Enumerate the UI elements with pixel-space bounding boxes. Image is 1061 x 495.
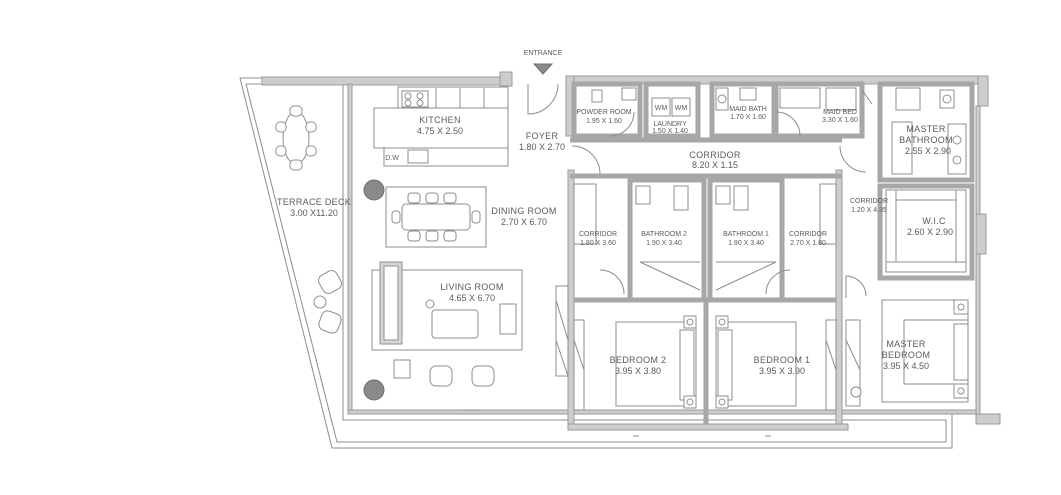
powder-room-name: POWDER ROOM: [576, 109, 631, 116]
dishwasher-label: D.W: [385, 155, 399, 162]
kitchen-area: [373, 86, 509, 167]
corridor-right-dims: 1.20 X 4.35: [851, 207, 887, 214]
corridor-main-name: CORRIDOR: [689, 150, 741, 160]
bedroom-2-furniture: [615, 315, 697, 437]
kitchen-dims: 4.75 X 2.50: [417, 126, 463, 136]
corridor-left-name: CORRIDOR: [579, 231, 617, 238]
washer-label: WM: [655, 105, 668, 112]
master-bedroom-dims: 3.95 X 4.50: [883, 361, 929, 371]
terrace-deck-name: TERRACE DECK: [277, 197, 351, 207]
corridor-mid-dims: 2.70 X 1.80: [790, 240, 826, 247]
master-bathroom-name-1: MASTER: [906, 124, 946, 134]
maid-bed-name: MAID BED: [823, 109, 857, 116]
foyer-dims: 1.80 X 2.70: [519, 142, 565, 152]
master-bedroom-furniture: [845, 299, 969, 407]
corridor-left-dims: 1.80 X 3.60: [580, 240, 616, 247]
maid-bed-dims: 3.30 X 1.60: [822, 117, 858, 124]
master-bathroom-name-2: BATHROOM: [899, 135, 953, 145]
wic-dims: 2.60 X 2.90: [907, 227, 953, 237]
master-bathroom-dims: 2.55 X 2.90: [905, 146, 951, 156]
wic-name: W.I.C: [922, 216, 946, 226]
bathroom-1-name: BATHROOM 1: [723, 231, 769, 238]
bathroom-1-dims: 1.90 X 3.40: [728, 240, 764, 247]
service-rooms: [571, 81, 873, 139]
maid-bath-name: MAID BATH: [729, 106, 767, 113]
master-bathroom-area: [877, 81, 975, 183]
dining-room-name: DINING ROOM: [491, 206, 556, 216]
foyer-name: FOYER: [526, 131, 559, 141]
kitchen-name: KITCHEN: [419, 115, 461, 125]
laundry-name: LAUNDRY: [653, 121, 687, 128]
bedroom-1-dims: 3.95 X 3.90: [759, 366, 805, 376]
bedroom-2-name: BEDROOM 2: [610, 355, 667, 365]
wic-area: [845, 183, 975, 298]
bathroom-2-dims: 1.90 X 3.40: [646, 240, 682, 247]
dining-room-dims: 2.70 X 6.70: [501, 217, 547, 227]
entrance-label: ENTRANCE: [524, 50, 563, 57]
living-room-name: LIVING ROOM: [440, 282, 503, 292]
corridor-mid-name: CORRIDOR: [789, 231, 827, 238]
terrace-furniture: [275, 105, 342, 334]
entrance-arrow-icon: [532, 63, 554, 75]
bedroom-partitions: [555, 177, 837, 424]
maid-bath-dims: 1.70 X 1.60: [730, 114, 766, 121]
bedroom-2-dims: 3.95 X 3.80: [615, 366, 661, 376]
master-bedroom-name-2: BEDROOM: [882, 350, 931, 360]
corridor-walls: [570, 137, 867, 179]
corridor-right-name: CORRIDOR: [850, 198, 888, 205]
powder-room-dims: 1.95 X 1.60: [586, 118, 622, 125]
bathroom-2-name: BATHROOM 2: [641, 231, 687, 238]
dryer-label: WM: [675, 105, 688, 112]
living-room-dims: 4.65 X 6.70: [449, 293, 495, 303]
laundry-dims: 1.50 X 1.40: [652, 128, 688, 135]
dining-area: [363, 179, 487, 248]
bedroom-1-furniture: [715, 315, 797, 437]
corridor-main-dims: 8.20 X 1.15: [692, 160, 738, 170]
living-area: [363, 261, 523, 411]
outer-walls: [261, 71, 1001, 431]
master-bedroom-name-1: MASTER: [886, 339, 926, 349]
terrace-deck-dims: 3.00 X11.20: [290, 208, 338, 218]
bedroom-1-name: BEDROOM 1: [754, 355, 811, 365]
